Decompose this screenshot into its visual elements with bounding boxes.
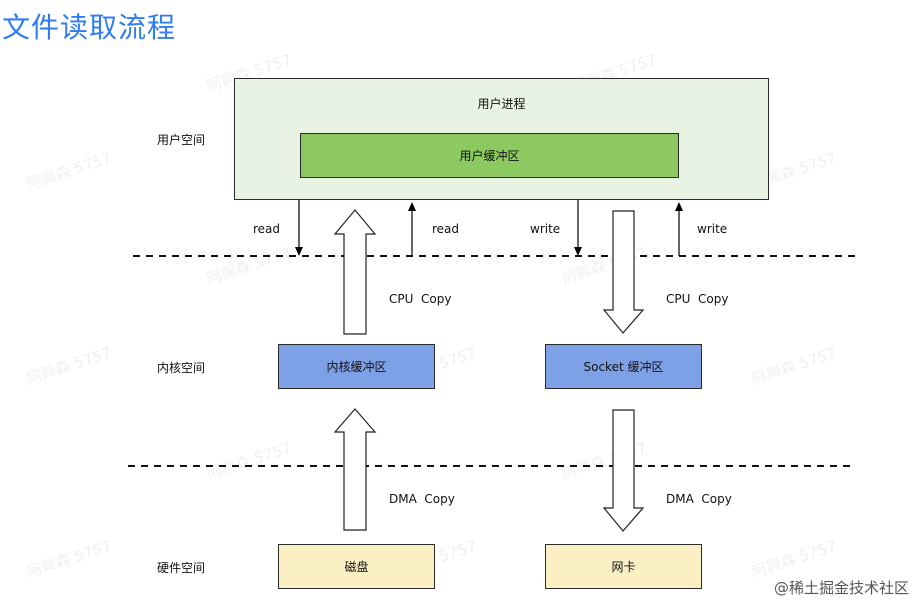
page-title: 文件读取流程 <box>2 11 177 44</box>
user-buffer-label: 用户缓冲区 <box>459 149 520 163</box>
kernel-buffer-box: 内核缓冲区 <box>278 344 435 389</box>
socket-buffer-label: Socket 缓冲区 <box>583 360 664 374</box>
nic-box: 网卡 <box>545 544 702 589</box>
write-left-label: write <box>530 222 561 236</box>
dma-copy-down-arrow <box>602 409 645 532</box>
zone-label-hardware: 硬件空间 <box>157 561 206 575</box>
write-right-arrow <box>675 202 683 256</box>
user-process-label: 用户进程 <box>477 97 526 111</box>
cpu-copy-right-label: CPU Copy <box>666 292 729 306</box>
cpu-copy-left-label: CPU Copy <box>389 292 452 306</box>
dma-copy-right-label: DMA Copy <box>666 492 732 506</box>
dma-copy-up-arrow <box>333 408 377 531</box>
user-buffer-box: 用户缓冲区 <box>300 133 679 178</box>
read-left-arrow <box>295 200 303 256</box>
dma-copy-left-label: DMA Copy <box>389 492 455 506</box>
disk-label: 磁盘 <box>344 560 369 574</box>
zone-label-kernel: 内核空间 <box>157 361 206 375</box>
socket-buffer-box: Socket 缓冲区 <box>545 344 702 389</box>
footer-watermark: @稀土掘金技术社区 <box>773 579 909 597</box>
read-right-arrow <box>408 202 416 256</box>
write-right-label: write <box>697 222 728 236</box>
write-left-arrow <box>574 200 582 256</box>
cpu-copy-down-arrow <box>602 210 645 334</box>
zone-label-user: 用户空间 <box>157 133 206 147</box>
read-right-label: read <box>432 222 460 236</box>
cpu-copy-up-arrow <box>333 209 377 335</box>
kernel-buffer-label: 内核缓冲区 <box>326 360 387 374</box>
nic-label: 网卡 <box>611 560 636 574</box>
read-left-label: read <box>253 222 281 236</box>
disk-box: 磁盘 <box>278 544 435 589</box>
